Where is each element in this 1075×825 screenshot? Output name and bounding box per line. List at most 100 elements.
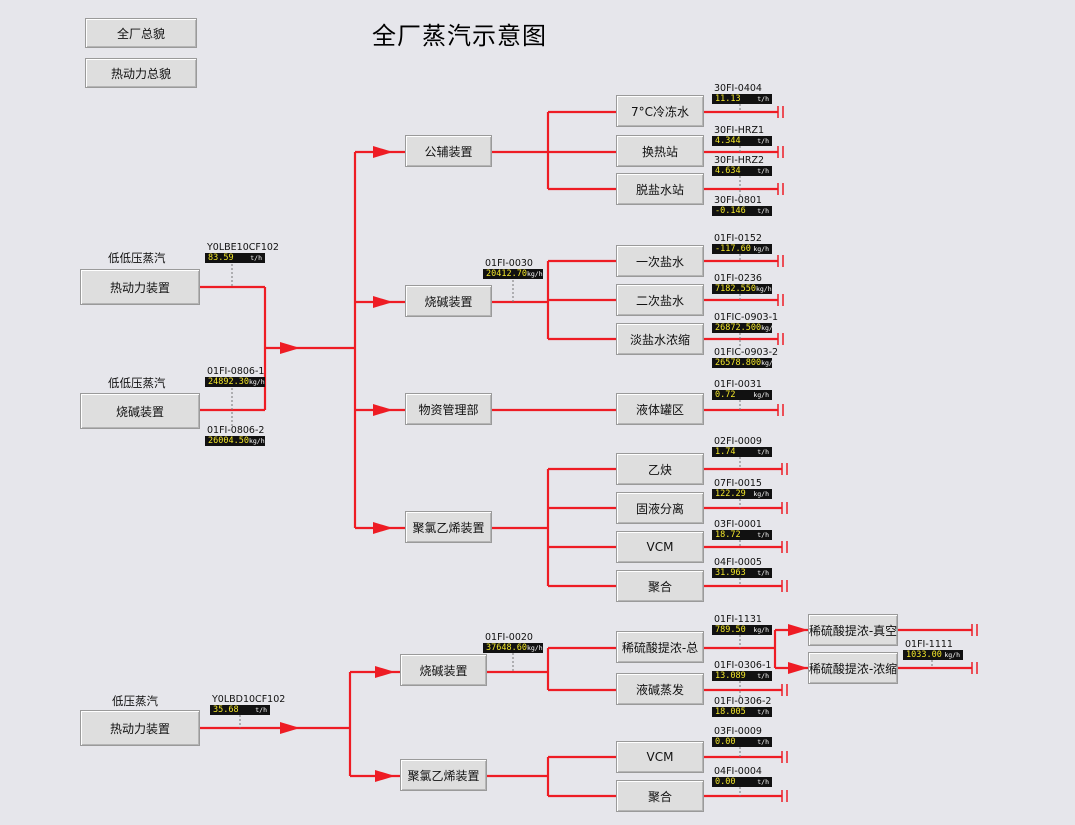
flow-meter-tag: 01FI-1131 [714,614,762,625]
flow-meter-unit: t/h [757,207,769,215]
branch-pvc-unit-lp[interactable]: 聚氯乙烯装置 [400,759,487,791]
flow-meter-tag: Y0LBE10CF102 [207,242,279,253]
flow-arrow-icon [373,296,393,308]
flow-meter-value: 7182.550 [715,284,756,294]
flow-meter-value: 26578.800 [715,358,762,368]
consumer-vcm-lp[interactable]: VCM [616,741,704,773]
branch-caustic-soda-unit[interactable]: 烧碱装置 [405,285,492,317]
flow-meter-tag: 01FI-0020 [485,632,533,643]
flow-meter-tag: 01FIC-0903-1 [714,312,779,323]
consumer-acetylene[interactable]: 乙炔 [616,453,704,485]
flow-meter-tag: 30FI-HRZ2 [714,155,765,166]
flow-meter-tag: 01FI-0152 [714,233,762,244]
consumer-vcm[interactable]: VCM [616,531,704,563]
flow-meter-unit: kg/h [753,245,769,253]
flow-meter-tag: 01FI-0031 [714,379,762,390]
flow-meter-readout[interactable]: -0.146 t/h [712,206,772,216]
flow-arrow-icon [788,662,808,674]
consumer-dilute-sulfuric-acid-total[interactable]: 稀硫酸提浓-总 [616,631,704,663]
flow-meter-value: 26872.500 [715,323,762,333]
flow-meter-unit: t/h [250,254,262,262]
flow-arrow-icon [375,770,395,782]
plant-overview-button[interactable]: 全厂总貌 [85,18,197,48]
source-thermal-power-unit-low-pressure[interactable]: 热动力装置 [80,710,200,746]
source-thermal-power-unit[interactable]: 热动力装置 [80,269,200,305]
source-label-low-low-pressure-steam: 低低压蒸汽 [108,376,166,390]
consumer-chilled-water-7c[interactable]: 7°C冷冻水 [616,95,704,127]
flow-meter-value: 31.963 [715,568,746,578]
flow-meter-value: 18.72 [715,530,741,540]
consumer-primary-brine[interactable]: 一次盐水 [616,245,704,277]
branch-utilities-unit[interactable]: 公辅装置 [405,135,492,167]
flow-arrow-icon [373,146,393,158]
consumer-polymerization[interactable]: 聚合 [616,570,704,602]
flow-meter-tag: 01FI-0236 [714,273,762,284]
flow-arrow-icon [280,342,300,354]
branch-materials-management[interactable]: 物资管理部 [405,393,492,425]
flow-meter-tag: 01FI-0030 [485,258,533,269]
flow-meter-unit: t/h [757,778,769,786]
flow-meter-unit: t/h [757,531,769,539]
flow-meter-unit: kg/h [755,285,772,293]
consumer-polymerization-lp[interactable]: 聚合 [616,780,704,812]
flow-meter-tag: 30FI-0801 [714,195,762,206]
consumer-liquid-tank-farm[interactable]: 液体罐区 [616,393,704,425]
flow-meter-tag: 01FI-0306-1 [714,660,772,671]
consumer-demineralized-water-station[interactable]: 脱盐水站 [616,173,704,205]
flow-arrow-icon [373,522,393,534]
flow-meter-unit: kg/h [526,270,543,278]
consumer-secondary-brine[interactable]: 二次盐水 [616,284,704,316]
flow-meter-unit: kg/h [248,378,265,386]
source-caustic-soda-unit[interactable]: 烧碱装置 [80,393,200,429]
flow-meter-tag: 30FI-HRZ1 [714,125,765,136]
flow-meter-value: 0.00 [715,737,736,747]
flow-meter-tag: 07FI-0015 [714,478,762,489]
flow-arrow-icon [375,666,395,678]
flow-meter-tag: 04FI-0004 [714,766,762,777]
flow-meter-unit: t/h [757,708,769,716]
flow-meter-readout[interactable]: 18.72 t/h [712,530,772,540]
flow-meter-unit: kg/h [753,391,769,399]
flow-meter-unit: t/h [255,706,267,714]
consumer-sulfuric-acid-vacuum[interactable]: 稀硫酸提浓-真空 [808,614,898,646]
source-label-low-pressure-steam: 低压蒸汽 [112,694,158,708]
flow-meter-tag: 01FI-1111 [905,639,953,650]
thermal-power-overview-button[interactable]: 热动力总貌 [85,58,197,88]
consumer-solid-liquid-separation[interactable]: 固液分离 [616,492,704,524]
branch-caustic-soda-unit-lp[interactable]: 烧碱装置 [400,654,487,686]
consumer-dilute-brine-concentration[interactable]: 淡盐水浓缩 [616,323,704,355]
consumer-caustic-evaporation[interactable]: 液碱蒸发 [616,673,704,705]
page-title: 全厂蒸汽示意图 [372,22,547,50]
flow-meter-value: -0.146 [715,206,746,216]
consumer-heat-exchange-station[interactable]: 换热站 [616,135,704,167]
consumer-sulfuric-acid-concentration[interactable]: 稀硫酸提浓-浓缩 [808,652,898,684]
flow-meter-tag: 03FI-0009 [714,726,762,737]
flow-meter-value: 26004.50 [208,436,249,446]
flow-meter-tag: 01FI-0306-2 [714,696,772,707]
branch-pvc-unit[interactable]: 聚氯乙烯装置 [405,511,492,543]
